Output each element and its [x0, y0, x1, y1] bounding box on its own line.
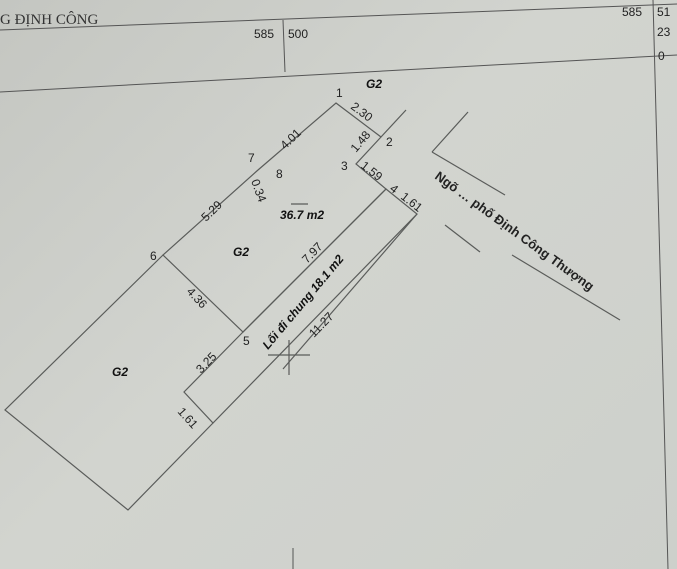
zone-label-north: G2	[366, 77, 382, 91]
header-right-mid: 23	[657, 25, 671, 39]
zone-label-main: G2	[233, 245, 249, 259]
edge-5-4: 7.97	[299, 239, 326, 266]
point-3: 3	[341, 159, 348, 173]
header-right-a: 585	[622, 5, 642, 19]
header-col-b: 500	[288, 27, 308, 41]
edge-5-x: 3.25	[193, 349, 220, 376]
header-col-a: 585	[254, 27, 274, 41]
point-2: 2	[386, 135, 393, 149]
point-4: 4	[387, 181, 401, 196]
edge-7-8: 0.34	[248, 177, 269, 204]
point-1: 1	[336, 86, 343, 100]
street-edge-2	[431, 151, 506, 196]
edge-path: 11.27	[306, 309, 337, 340]
edge-3-4: 1.59	[358, 158, 385, 184]
column-divider	[282, 19, 286, 73]
edge-6-5: 4.36	[184, 284, 210, 311]
header-right-b: 51	[657, 5, 671, 19]
point-6: 6	[150, 249, 157, 263]
lower-lot-boundary	[4, 254, 214, 511]
street-edge	[431, 111, 469, 153]
point-8: 8	[276, 167, 283, 181]
street-label: Ngõ … phố Định Công Thượng	[432, 168, 597, 293]
shared-path-boundary	[183, 188, 418, 424]
street-arrow	[444, 224, 481, 253]
zone-label-lower: G2	[112, 365, 128, 379]
edge-1-2: 2.30	[348, 99, 375, 124]
header-divider	[0, 3, 677, 31]
right-border	[652, 0, 669, 569]
path-extension	[282, 213, 418, 370]
header-divider-2	[0, 54, 677, 93]
point-5: 5	[243, 334, 250, 348]
neighbor-line	[380, 109, 407, 138]
street-edge-3	[511, 254, 621, 321]
point-7: 7	[248, 151, 255, 165]
edge-4-x: 1.61	[398, 189, 425, 215]
area-label: 36.7 m2	[280, 208, 324, 222]
edge-bottom: 1.61	[175, 405, 201, 432]
edge-7-1: 4.01	[277, 126, 304, 153]
edge-2-3: 1.48	[348, 128, 374, 155]
header-right-low: 0	[658, 49, 665, 63]
ward-name: G ĐỊNH CÔNG	[0, 11, 98, 28]
